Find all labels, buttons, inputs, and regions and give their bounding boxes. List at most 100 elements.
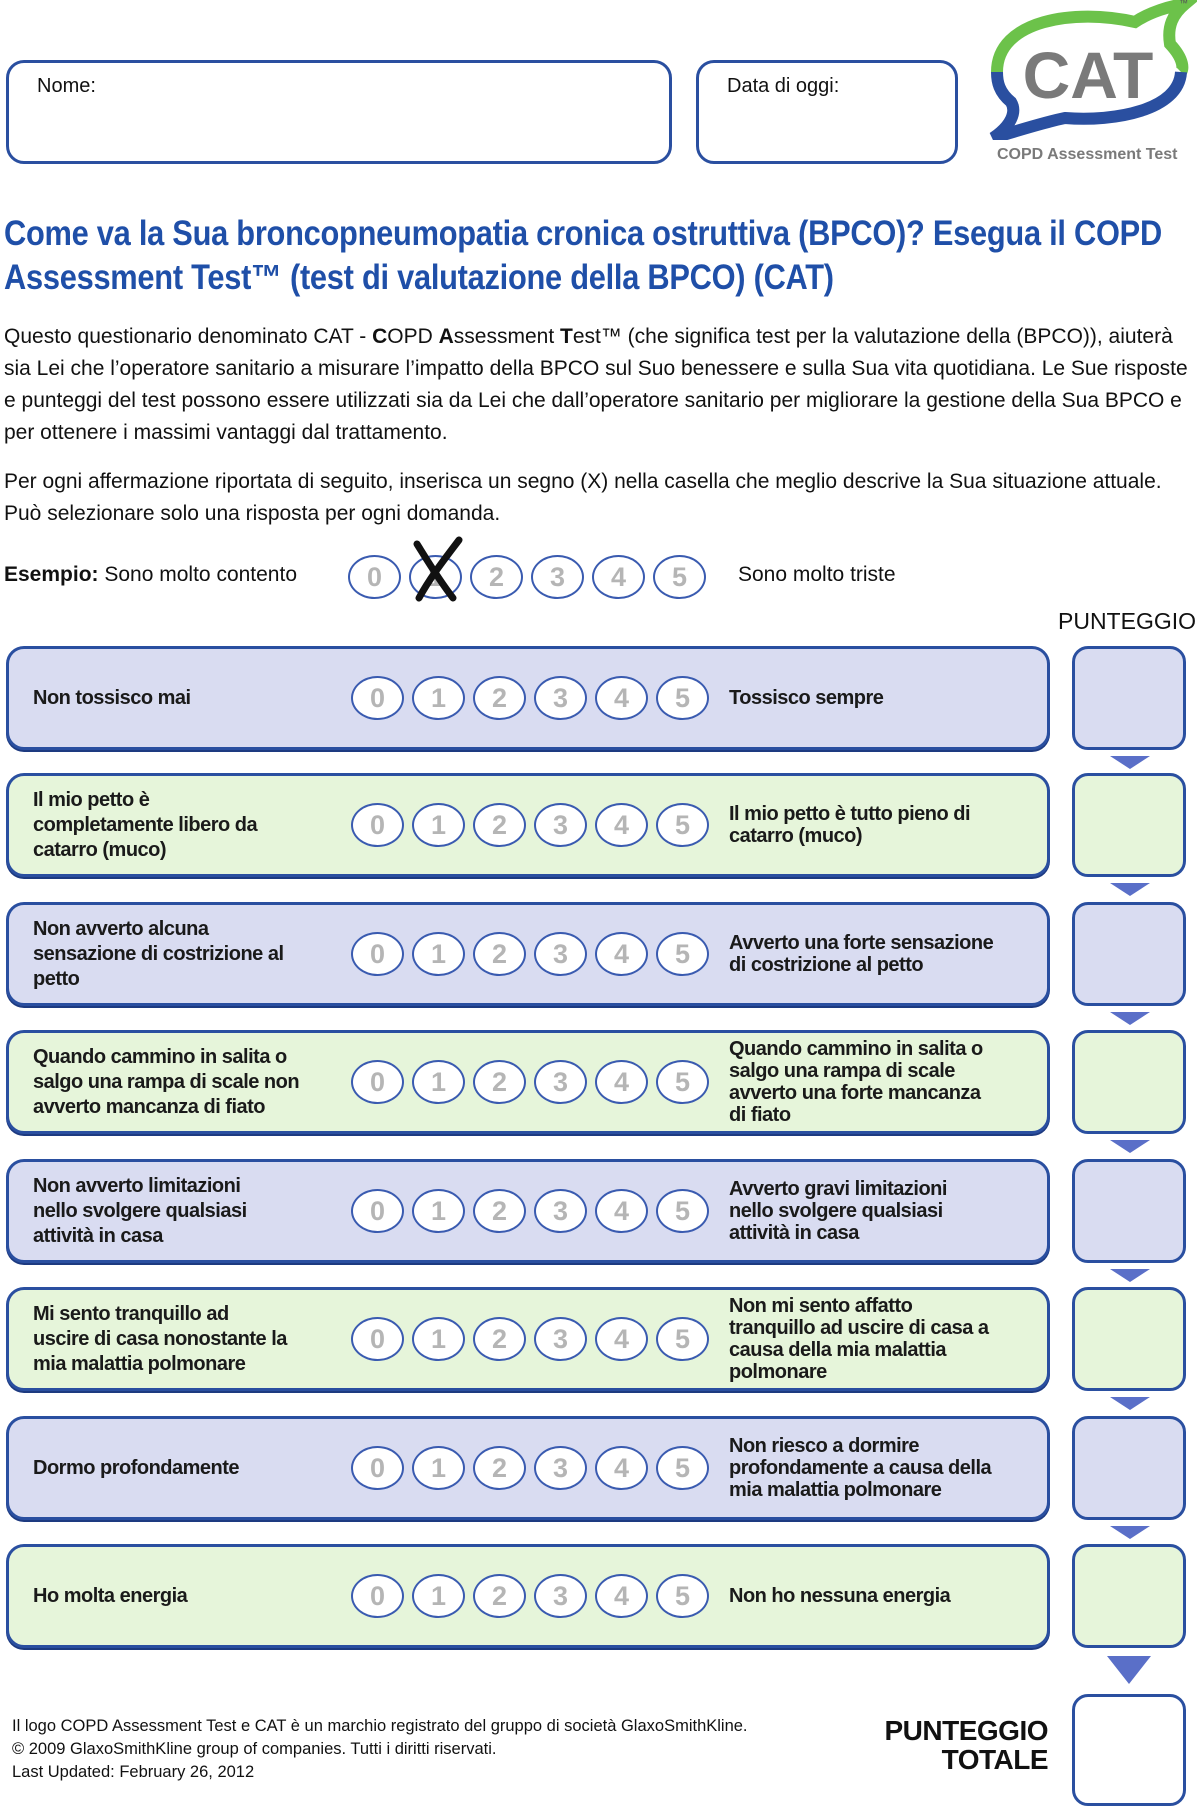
- scale-option-2[interactable]: 2: [473, 1189, 526, 1233]
- scale-option-1[interactable]: 1: [412, 1574, 465, 1618]
- name-label: Nome:: [37, 75, 96, 97]
- scale-option-3[interactable]: 3: [534, 1189, 587, 1233]
- scale-option-3[interactable]: 3: [534, 1446, 587, 1490]
- score-box[interactable]: [1072, 902, 1186, 1006]
- score-box[interactable]: [1072, 773, 1186, 877]
- scale-option-0[interactable]: 0: [351, 1446, 404, 1490]
- scale-option-0[interactable]: 0: [351, 1317, 404, 1361]
- example-left: Esempio: Sono molto contento: [4, 563, 297, 587]
- question-left-text: Non avverto alcuna sensazione di costriz…: [33, 917, 284, 990]
- scale-option-4[interactable]: 4: [595, 932, 648, 976]
- total-label: PUNTEGGIO TOTALE: [860, 1716, 1048, 1774]
- scale-option-4[interactable]: 4: [595, 803, 648, 847]
- arrow-down-icon: [1110, 1526, 1150, 1539]
- scale-option-4[interactable]: 4: [595, 1060, 648, 1104]
- scale-option-2[interactable]: 2: [473, 1574, 526, 1618]
- logo-text: CAT: [1023, 38, 1154, 112]
- scale-option-5[interactable]: 5: [656, 1189, 709, 1233]
- scale-option-1[interactable]: 1: [412, 1060, 465, 1104]
- scale-option-3[interactable]: 3: [534, 1574, 587, 1618]
- question-right-text: Non ho nessuna energia: [729, 1585, 951, 1607]
- score-box[interactable]: [1072, 1544, 1186, 1648]
- scale-option-1[interactable]: 1: [412, 932, 465, 976]
- scale-option-1[interactable]: 1: [412, 1446, 465, 1490]
- scale-option-1[interactable]: 1: [412, 1189, 465, 1233]
- scale-option-1[interactable]: 1: [412, 676, 465, 720]
- date-field[interactable]: Data di oggi:: [696, 60, 958, 164]
- question-right-text: Il mio petto è tutto pieno di catarro (m…: [729, 803, 971, 847]
- scale-option-2[interactable]: 2: [473, 1446, 526, 1490]
- scale-option-3[interactable]: 3: [534, 676, 587, 720]
- page-title: Come va la Sua broncopneumopatia cronica…: [4, 214, 1162, 297]
- question-row: Mi sento tranquillo ad uscire di casa no…: [6, 1287, 1050, 1391]
- arrow-down-icon: [1110, 1140, 1150, 1153]
- question-row: Quando cammino in salita o salgo una ram…: [6, 1030, 1050, 1134]
- question-left-text: Non avverto limitazioni nello svolgere q…: [33, 1174, 247, 1247]
- intro-opd: OPD: [387, 325, 439, 348]
- scale-option-4[interactable]: 4: [595, 1446, 648, 1490]
- scale-option-4[interactable]: 4: [595, 1317, 648, 1361]
- score-box[interactable]: [1072, 1030, 1186, 1134]
- logo-subtitle: COPD Assessment Test: [997, 146, 1178, 163]
- scale-option-2[interactable]: 2: [473, 1060, 526, 1104]
- arrow-down-icon: [1107, 1656, 1151, 1684]
- arrow-down-icon: [1110, 1397, 1150, 1410]
- scale-option-5[interactable]: 5: [656, 1446, 709, 1490]
- total-score-box[interactable]: [1072, 1694, 1186, 1806]
- scale-option-4: 4: [592, 555, 645, 599]
- scale-option-5[interactable]: 5: [656, 803, 709, 847]
- scale-option-2[interactable]: 2: [473, 676, 526, 720]
- scale-option-0[interactable]: 0: [351, 676, 404, 720]
- question-right-text: Avverto una forte sensazione di costrizi…: [729, 932, 994, 976]
- scale-option-5[interactable]: 5: [656, 676, 709, 720]
- score-box[interactable]: [1072, 1159, 1186, 1263]
- question-right-text: Non mi sento affatto tranquillo ad uscir…: [729, 1295, 989, 1383]
- question-right-text: Quando cammino in salita o salgo una ram…: [729, 1038, 983, 1126]
- scale-option-4[interactable]: 4: [595, 676, 648, 720]
- scale-option-3[interactable]: 3: [534, 1317, 587, 1361]
- question-left-text: Quando cammino in salita o salgo una ram…: [33, 1045, 300, 1118]
- scale-option-5[interactable]: 5: [656, 1060, 709, 1104]
- scale-option-0[interactable]: 0: [351, 932, 404, 976]
- scale-option-2[interactable]: 2: [473, 1317, 526, 1361]
- intro-text-rest: est™ (che significa test per la valutazi…: [4, 325, 1188, 444]
- scale-option-1[interactable]: 1: [412, 1317, 465, 1361]
- scale-option-3: 3: [531, 555, 584, 599]
- score-box[interactable]: [1072, 1287, 1186, 1391]
- total-label-line2: TOTALE: [941, 1744, 1049, 1775]
- example-right: Sono molto triste: [738, 563, 896, 586]
- intro-t: T: [560, 325, 573, 348]
- score-header: PUNTEGGIO: [1058, 608, 1197, 634]
- scale-option-4[interactable]: 4: [595, 1574, 648, 1618]
- scale-option-0[interactable]: 0: [351, 803, 404, 847]
- scale-option-3[interactable]: 3: [534, 1060, 587, 1104]
- scale-option-2: 2: [470, 555, 523, 599]
- scale-option-0[interactable]: 0: [351, 1189, 404, 1233]
- scale-option-5[interactable]: 5: [656, 1574, 709, 1618]
- scale-option-0[interactable]: 0: [351, 1060, 404, 1104]
- scale-option-4[interactable]: 4: [595, 1189, 648, 1233]
- scale-option-3[interactable]: 3: [534, 932, 587, 976]
- scale-option-3[interactable]: 3: [534, 803, 587, 847]
- question-left-text: Non tossisco mai: [33, 686, 191, 709]
- name-field[interactable]: Nome:: [6, 60, 672, 164]
- score-box[interactable]: [1072, 646, 1186, 750]
- arrow-down-icon: [1110, 1269, 1150, 1282]
- scale-option-5[interactable]: 5: [656, 1317, 709, 1361]
- score-box[interactable]: [1072, 1416, 1186, 1520]
- scale-option-1[interactable]: 1: [412, 803, 465, 847]
- scale-option-2[interactable]: 2: [473, 932, 526, 976]
- scale-option-2[interactable]: 2: [473, 803, 526, 847]
- speech-bubble-icon: CAT: [989, 0, 1200, 144]
- scale-option-0[interactable]: 0: [351, 1574, 404, 1618]
- scale-option-5[interactable]: 5: [656, 932, 709, 976]
- intro-a: A: [438, 325, 454, 348]
- total-label-line1: PUNTEGGIO: [884, 1715, 1048, 1746]
- question-left-text: Ho molta energia: [33, 1584, 188, 1607]
